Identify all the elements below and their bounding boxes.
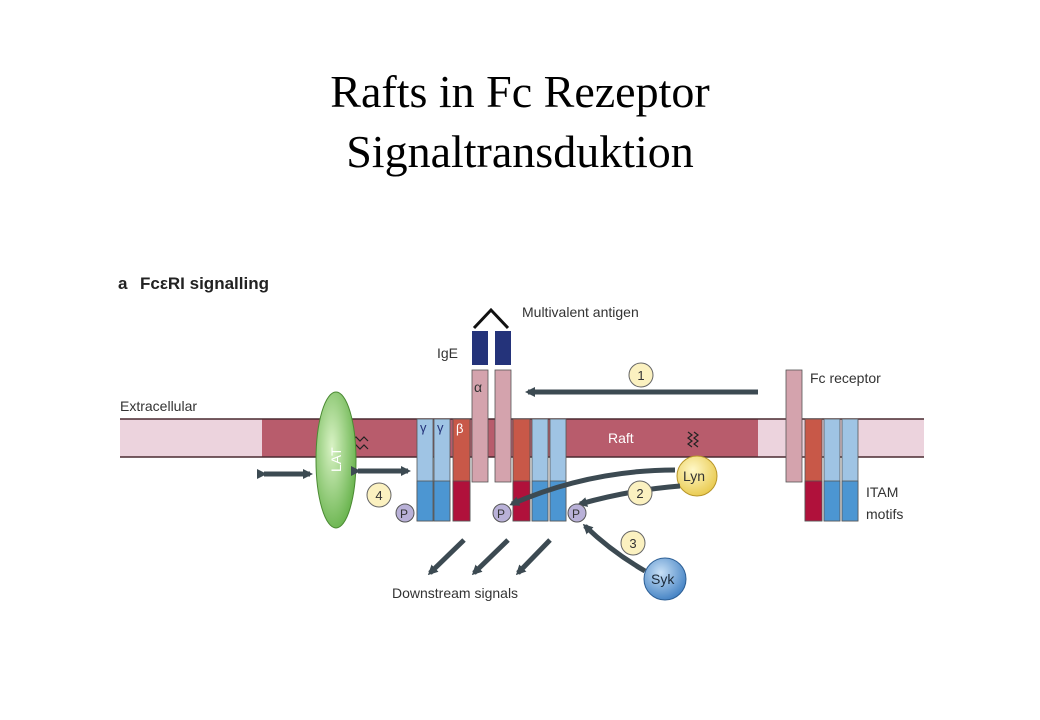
syk-label: Syk [651, 571, 675, 587]
raft-gamma-chain-1-itam [531, 480, 549, 522]
gamma-chain-2-itam [433, 480, 451, 522]
gamma-label-1: γ [420, 420, 427, 435]
lyn-kinase [676, 455, 718, 497]
step-2-marker [627, 480, 653, 506]
phospho-site-lat [395, 503, 415, 523]
itam-motifs-label-line-1: ITAM [866, 484, 898, 500]
raft-label: Raft [608, 430, 634, 446]
step-4-label: 4 [375, 488, 382, 503]
beta-chain-itam [452, 480, 471, 522]
extracellular-label: Extracellular [120, 398, 197, 414]
membrane-left [120, 419, 262, 457]
slide-title-line-1: Rafts in Fc Rezeptor [330, 66, 710, 117]
downstream-signals-label: Downstream signals [392, 585, 518, 601]
lyn-to-beta-phosphorylation-arrow [509, 467, 676, 507]
alpha-chain-2 [494, 369, 512, 483]
raft-gamma-chain-2-itam [549, 480, 567, 522]
step-3-marker [620, 530, 646, 556]
panel-label: a [118, 274, 128, 293]
lyn-label: Lyn [683, 468, 705, 484]
syk-to-itam-arrow [582, 523, 647, 574]
phospho-label-beta: P [497, 507, 505, 521]
gamma-chain-1-itam [416, 480, 434, 522]
downstream-arrow-1 [427, 538, 466, 576]
fc-receptor-gamma-chain-1-itam [823, 480, 841, 522]
multivalent-antigen-label: Multivalent antigen [522, 304, 639, 320]
multivalent-antigen-shape [472, 307, 510, 330]
gamma-label-2: γ [437, 420, 444, 435]
alpha-chain-1 [471, 369, 489, 483]
downstream-arrow-2 [471, 538, 510, 576]
fc-receptor-alpha-chain [785, 369, 803, 483]
ige-heavy-left [472, 331, 488, 365]
itam-motifs-label-line-2: motifs [866, 506, 903, 522]
syk-kinase [643, 557, 687, 601]
step-1-marker [628, 362, 654, 388]
lyn-lipid-anchor [687, 431, 699, 448]
slide-title-line-2: Signaltransduktion [346, 126, 694, 177]
downstream-arrow-3 [515, 538, 552, 576]
alpha-label: α [474, 379, 482, 395]
panel-title: FcεRI signalling [140, 274, 269, 293]
ige-label: IgE [437, 345, 458, 361]
fc-receptor-gamma-chain-2-itam [841, 480, 859, 522]
phospho-site-beta [492, 503, 512, 523]
step-4-marker [366, 482, 392, 508]
lat-label: LAT [328, 447, 344, 472]
phospho-label-gamma: P [572, 507, 580, 521]
phospho-label-lat: P [400, 507, 408, 521]
phospho-site-gamma [567, 503, 587, 523]
membrane-right [758, 419, 924, 457]
step-1-label: 1 [637, 368, 644, 383]
ige-heavy-right [495, 331, 511, 365]
slide-title: Rafts in Fc Rezeptor Signaltransduktion [0, 62, 1040, 182]
lat-protein [315, 391, 357, 529]
step-2-label: 2 [636, 486, 643, 501]
fc-receptor-label: Fc receptor [810, 370, 881, 386]
beta-label: β [456, 421, 463, 436]
step-3-label: 3 [629, 536, 636, 551]
fc-receptor-beta-chain-itam [804, 480, 823, 522]
